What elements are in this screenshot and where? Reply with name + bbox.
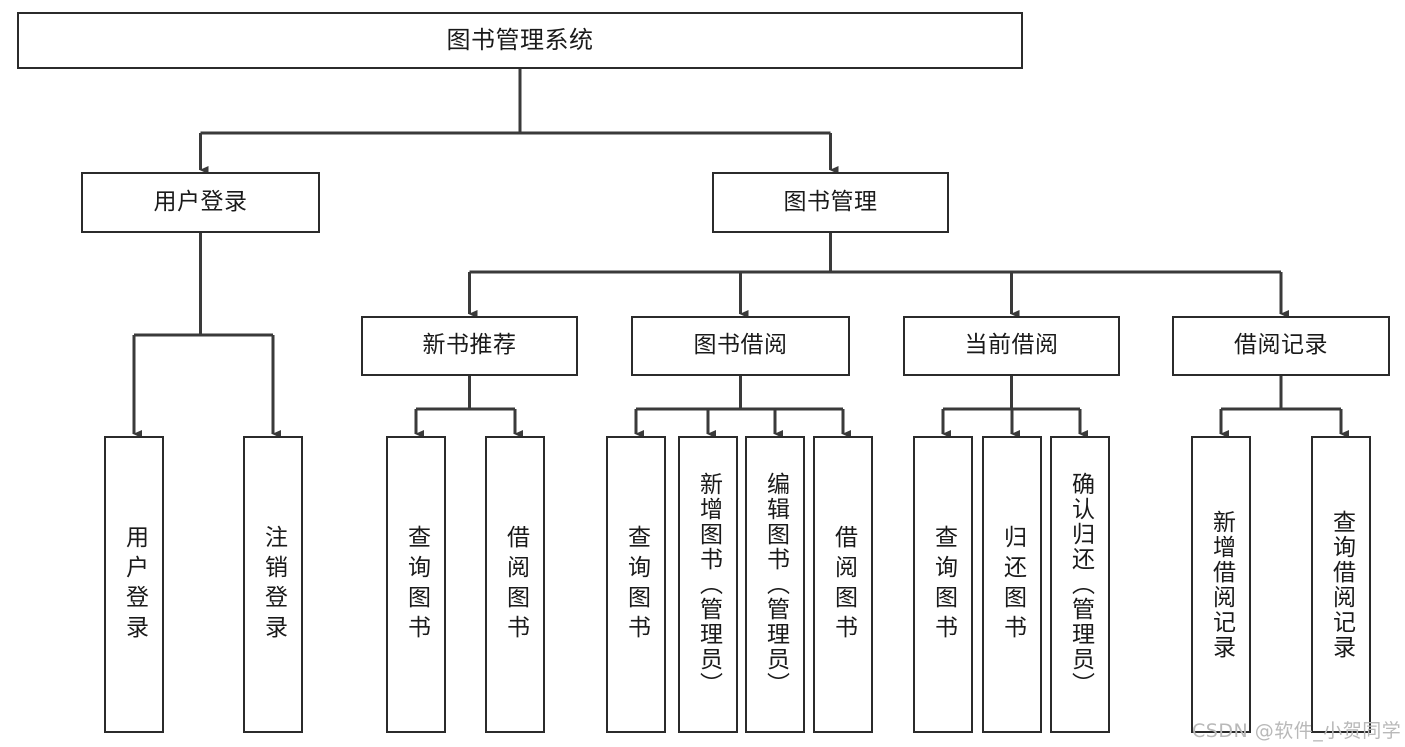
node-user-login-module[interactable]: 用户登录 xyxy=(81,172,320,233)
leaf-current-return-book[interactable]: 归还图书 xyxy=(982,436,1042,733)
edge-group xyxy=(132,69,1349,438)
leaf-lend-edit-book-admin[interactable]: 编辑图书（管理员） xyxy=(745,436,805,733)
leaf-new-borrow-book[interactable]: 借阅图书 xyxy=(485,436,545,733)
leaf-lend-query-book[interactable]: 查询图书 xyxy=(606,436,666,733)
leaf-lend-add-book-admin[interactable]: 新增图书（管理员） xyxy=(678,436,738,733)
node-new-book-recommend[interactable]: 新书推荐 xyxy=(361,316,578,376)
leaf-record-query[interactable]: 查询借阅记录 xyxy=(1311,436,1371,733)
node-current-lending[interactable]: 当前借阅 xyxy=(903,316,1120,376)
node-book-lending[interactable]: 图书借阅 xyxy=(631,316,850,376)
leaf-lend-borrow-book[interactable]: 借阅图书 xyxy=(813,436,873,733)
leaf-user-login[interactable]: 用户登录 xyxy=(104,436,164,733)
node-book-management-module[interactable]: 图书管理 xyxy=(712,172,949,233)
leaf-current-confirm-return-admin[interactable]: 确认归还（管理员） xyxy=(1050,436,1110,733)
leaf-record-add[interactable]: 新增借阅记录 xyxy=(1191,436,1251,733)
leaf-new-query-book[interactable]: 查询图书 xyxy=(386,436,446,733)
csdn-watermark: CSDN @软件_小贺同学 xyxy=(1192,720,1402,742)
node-lending-records[interactable]: 借阅记录 xyxy=(1172,316,1390,376)
leaf-current-query-book[interactable]: 查询图书 xyxy=(913,436,973,733)
leaf-user-logout[interactable]: 注销登录 xyxy=(243,436,303,733)
node-root[interactable]: 图书管理系统 xyxy=(17,12,1023,69)
